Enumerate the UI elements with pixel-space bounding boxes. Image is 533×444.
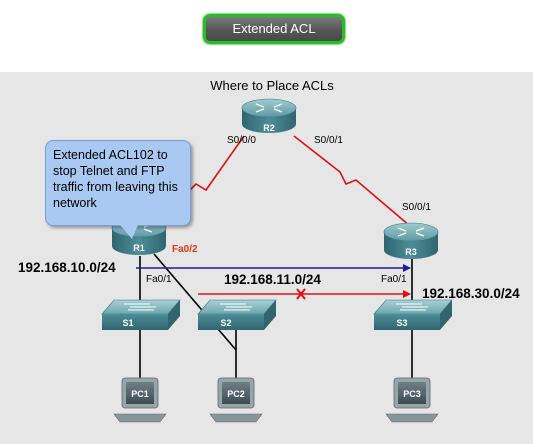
header: Extended ACL xyxy=(0,0,533,58)
extended-acl-button[interactable]: Extended ACL xyxy=(203,14,345,44)
callout-text: Extended ACL102 to stop Telnet and FTP t… xyxy=(53,148,178,210)
switch-s1[interactable]: S1 xyxy=(101,299,181,330)
router-r3[interactable]: R3 xyxy=(383,222,439,259)
switch-arrows-icon xyxy=(124,303,156,311)
router-arrows-icon xyxy=(397,227,425,237)
network-label-11: 192.168.11.0/24 xyxy=(224,272,321,287)
switch-label-s1: S1 xyxy=(122,318,133,328)
blocked-x-icon xyxy=(296,288,306,300)
pc-label-pc2: PC2 xyxy=(227,389,245,399)
interface-label-r2-s000: S0/0/0 xyxy=(227,135,256,146)
interface-label-r3-fa01: Fa0/1 xyxy=(381,274,407,285)
switch-arrows-icon xyxy=(220,303,252,311)
interface-label-r2-s001: S0/0/1 xyxy=(314,135,343,146)
router-r2[interactable]: R2 xyxy=(241,98,297,133)
serial-link-r2-r3 xyxy=(293,135,411,227)
router-label-r2: R2 xyxy=(263,123,275,133)
switch-label-s2: S2 xyxy=(220,318,231,328)
pc-label-pc1: PC1 xyxy=(131,389,149,399)
switch-label-s3: S3 xyxy=(396,318,407,328)
pc-pc3[interactable]: PC3 xyxy=(385,377,439,423)
diagram-panel xyxy=(0,72,533,444)
interface-label-r1-fa02: Fa0/2 xyxy=(172,244,198,255)
pc-pc2[interactable]: PC2 xyxy=(209,377,263,423)
pc-pc1[interactable]: PC1 xyxy=(113,377,167,423)
interface-label-r1-fa01: Fa0/1 xyxy=(146,274,172,285)
link-r1-s2 xyxy=(153,253,237,351)
switch-s2[interactable]: S2 xyxy=(197,299,277,330)
interface-label-r3-s001: S0/0/1 xyxy=(402,202,431,213)
network-label-30: 192.168.30.0/24 xyxy=(422,286,520,301)
network-label-10: 192.168.10.0/24 xyxy=(18,260,116,275)
callout-tail xyxy=(120,225,138,239)
router-label-r3: R3 xyxy=(405,247,417,257)
diagram-heading: Where to Place ACLs xyxy=(210,78,334,93)
router-label-r1: R1 xyxy=(133,243,145,253)
pc-label-pc3: PC3 xyxy=(403,389,421,399)
switch-s3[interactable]: S3 xyxy=(373,299,453,330)
acl-callout: Extended ACL102 to stop Telnet and FTP t… xyxy=(45,140,191,226)
router-arrows-icon xyxy=(255,103,283,113)
switch-arrows-icon xyxy=(396,303,428,311)
